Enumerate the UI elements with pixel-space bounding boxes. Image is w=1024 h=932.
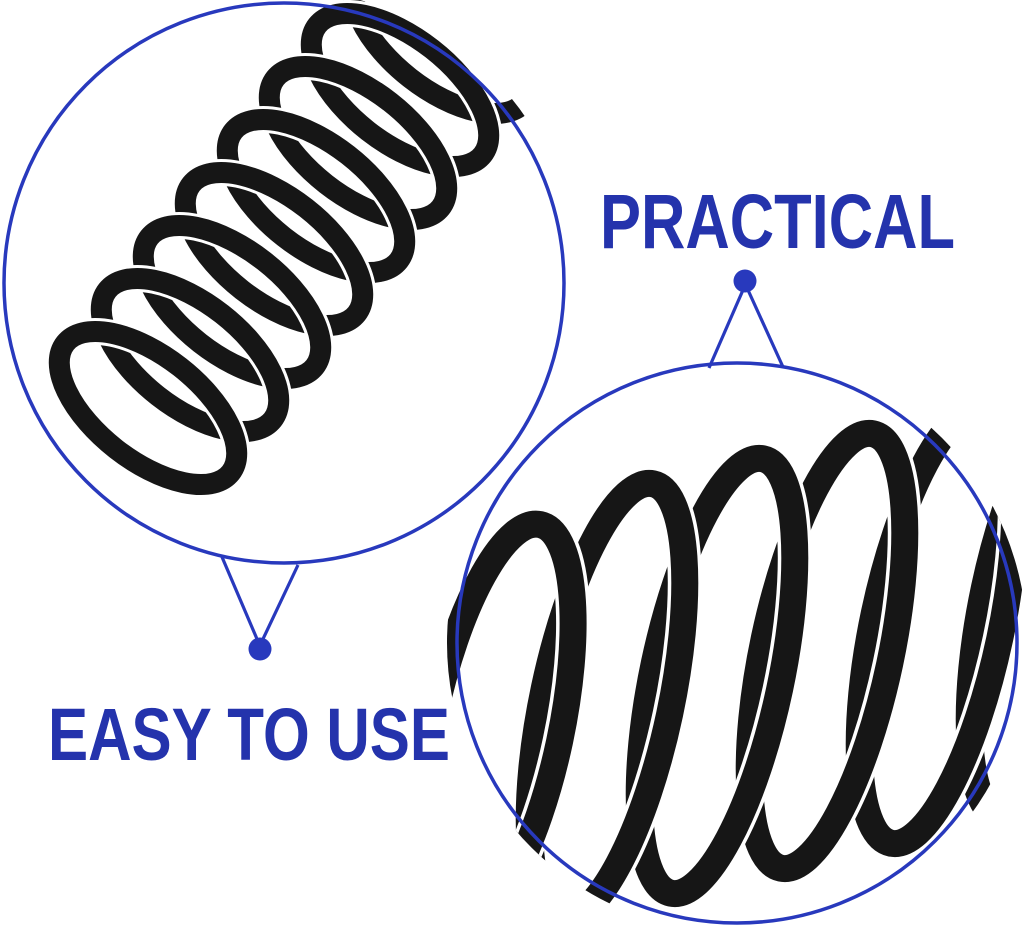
spring-coil: [216, 108, 416, 284]
callout-practical: PRACTICAL: [600, 179, 955, 369]
inset-border-lower-right: [455, 361, 1019, 925]
spring-coil: [258, 55, 458, 231]
callout-easy-leader-left: [220, 556, 259, 640]
callout-easy-leader-right: [261, 564, 300, 640]
callout-easy-to-use: EASY TO USE: [48, 556, 450, 776]
spring-coil: [48, 320, 248, 496]
spring-coil: [174, 161, 374, 337]
spring-coil: [625, 444, 809, 908]
callout-practical-leader-right: [746, 289, 785, 368]
callout-easy-dot-icon: [248, 637, 272, 661]
label-easy-to-use: EASY TO USE: [48, 693, 450, 776]
spring-coil: [90, 267, 290, 443]
spring-coil: [132, 214, 332, 390]
spring-coil: [735, 419, 919, 883]
callout-practical-dot-icon: [733, 269, 757, 293]
label-practical: PRACTICAL: [600, 179, 955, 265]
inset-border-upper-left: [2, 1, 566, 565]
spring-coil: [300, 2, 500, 178]
callout-practical-leader-left: [707, 289, 745, 369]
